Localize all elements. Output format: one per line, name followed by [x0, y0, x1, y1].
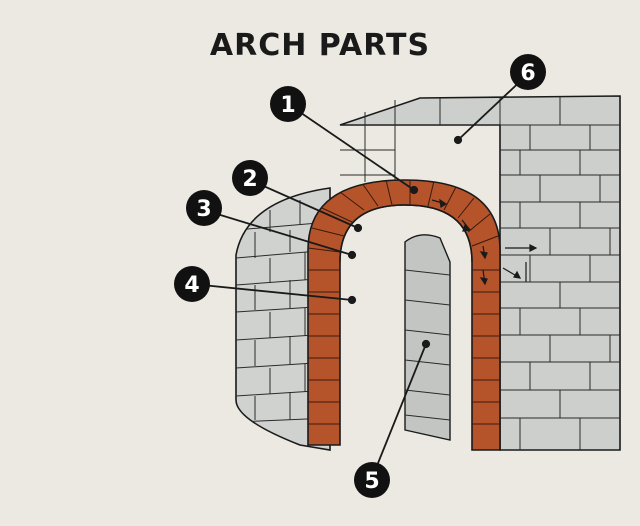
- svg-text:2: 2: [242, 167, 257, 192]
- leader-dot-2: [353, 223, 363, 233]
- callout-5: 5: [354, 462, 390, 498]
- svg-text:5: 5: [364, 469, 379, 494]
- intrados-soffit: [404, 234, 451, 441]
- leader-dot-5: [421, 339, 431, 349]
- leader-line-2: [249, 179, 359, 229]
- leader-line-3: [203, 209, 353, 256]
- callout-2: 2: [232, 160, 268, 196]
- svg-text:4: 4: [184, 273, 199, 298]
- leader-line-1: [287, 103, 415, 191]
- callout-1: 1: [270, 86, 306, 122]
- callout-4: 4: [174, 266, 210, 302]
- svg-text:6: 6: [520, 61, 535, 86]
- callout-6: 6: [510, 54, 546, 90]
- leader-dot-1: [409, 185, 419, 195]
- leader-dot-6: [453, 135, 463, 145]
- callout-3: 3: [186, 190, 222, 226]
- diagram-title: ARCH PARTS: [209, 28, 431, 63]
- leader-line-4: [191, 283, 353, 301]
- leader-line-5: [371, 343, 427, 479]
- leader-dot-3: [347, 250, 357, 260]
- brick-arch: [307, 179, 501, 451]
- thrust-arrows: [431, 198, 538, 286]
- leader-dot-4: [347, 295, 357, 305]
- svg-text:1: 1: [280, 93, 295, 118]
- svg-text:3: 3: [196, 197, 211, 222]
